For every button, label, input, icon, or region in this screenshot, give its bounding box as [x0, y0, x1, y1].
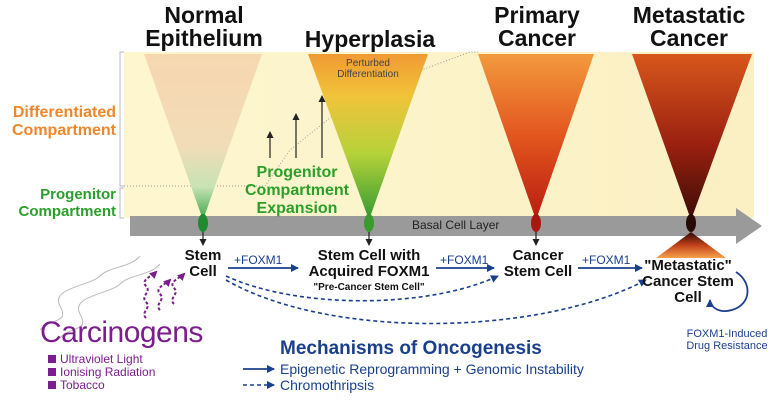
- carcinogen-item: Ultraviolet Light: [48, 353, 143, 366]
- stage-title-primary: Primary Cancer: [494, 2, 580, 51]
- pre-cancer-stem-cell-icon: [364, 214, 374, 232]
- metastatic-stem-cell-label: "Metastatic" Cancer Stem Cell: [642, 257, 734, 306]
- foxm1-label-2: +FOXM1: [440, 253, 489, 267]
- carcinogen-item: Tobacco: [48, 379, 105, 392]
- stem-cell-label: Stem Cell: [184, 247, 222, 280]
- stem-cell-down-arrows: [199, 232, 540, 246]
- basal-cell-layer-label: Basal Cell Layer: [412, 218, 500, 232]
- normal-stem-cell-icon: [198, 214, 208, 232]
- mechanisms-title: Mechanisms of Oncogenesis: [280, 338, 542, 359]
- hyperplasia-cone: [308, 54, 428, 220]
- chromothripsis-arcs: [225, 275, 647, 325]
- perturbed-differentiation-label: Perturbed Differentiation: [337, 58, 399, 80]
- cancer-stem-cell-label: Cancer Stem Cell: [503, 247, 573, 280]
- bullet-icon: [48, 355, 56, 363]
- bullet-icon: [48, 381, 56, 389]
- pre-cancer-stem-cell-note: "Pre-Cancer Stem Cell": [313, 282, 425, 293]
- differentiated-compartment-label: Differentiated Compartment: [11, 104, 116, 139]
- bullet-icon: [48, 368, 56, 376]
- drug-resistance-arrow: [706, 271, 749, 312]
- mechanism-dashed-label: Chromothripsis: [280, 377, 375, 393]
- metastatic-cancer-cone: [632, 54, 752, 220]
- carcinogens-title: Carcinogens: [40, 316, 203, 349]
- normal-epithelium-cone: [144, 54, 262, 220]
- stage-title-metastatic: Metastatic Cancer: [632, 2, 746, 51]
- metastatic-spread-cone: [656, 232, 726, 258]
- pre-cancer-stem-cell-label: Stem Cell with Acquired FOXM1: [308, 247, 430, 280]
- basal-cell-layer-arrow: [130, 208, 762, 244]
- metastatic-stem-cell-icon: [686, 214, 696, 232]
- carcinogen-wisps: [39, 255, 161, 339]
- progenitor-expansion-label: Progenitor Compartment Expansion: [244, 164, 349, 217]
- foxm1-label-3: +FOXM1: [582, 253, 631, 267]
- mechanism-solid-label: Epigenetic Reprogramming + Genomic Insta…: [280, 361, 584, 377]
- cancer-stem-cell-icon: [531, 214, 541, 232]
- stage-title-hyperplasia: Hyperplasia: [304, 26, 436, 52]
- progenitor-compartment-label: Progenitor Compartment: [18, 186, 116, 220]
- drug-resistance-label: FOXM1-Induced Drug Resistance: [686, 328, 768, 352]
- carcinogen-arrows: [143, 270, 186, 319]
- expansion-arrows: [266, 95, 326, 158]
- primary-cancer-cone: [478, 54, 594, 220]
- compartment-brackets: [119, 51, 124, 219]
- carcinogen-item: Ionising Radiation: [48, 366, 155, 379]
- foxm1-label-1: +FOXM1: [234, 253, 283, 267]
- stage-title-normal: Normal Epithelium: [145, 2, 263, 51]
